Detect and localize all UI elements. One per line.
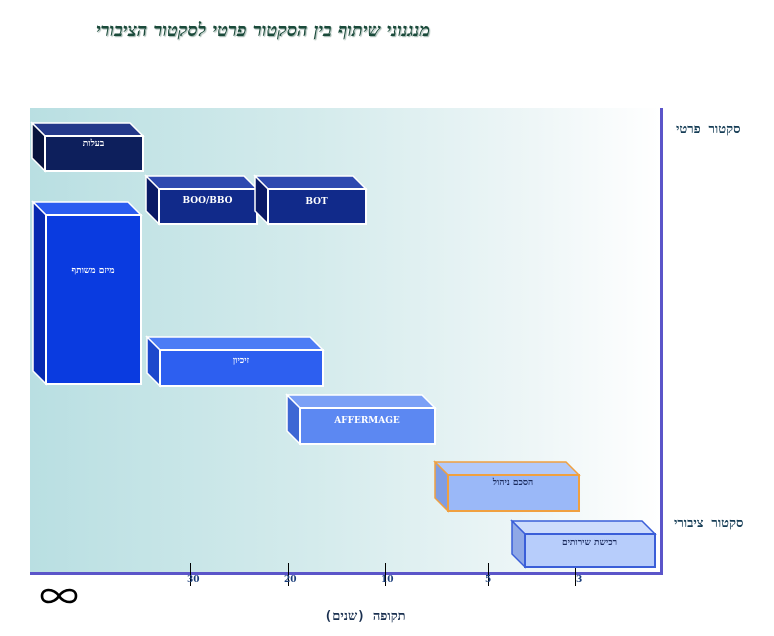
x-tick-label: 30 (187, 575, 200, 585)
box-label-affermage: AFFERMAGE (334, 416, 400, 426)
box-affermage (285, 393, 437, 446)
box-affermage-front-face (299, 407, 436, 445)
box-label-ownership: בעלות (82, 138, 105, 149)
box-label-concession: זיכיון (232, 355, 250, 366)
box-ownership-front-face (44, 135, 144, 172)
box-label-bot: BOT (305, 197, 328, 207)
x-tick (288, 563, 289, 586)
box-service-procurement-front-face (524, 533, 656, 568)
box-boo-bbo (144, 174, 259, 226)
box-bot-front-face (267, 188, 367, 225)
x-tick-label: 20 (284, 575, 297, 585)
box-bot (253, 174, 368, 226)
box-label-service-procurement: רכישת שירותים (561, 537, 618, 548)
y-label-private-sector: סקטור פרטי (676, 122, 741, 137)
x-tick (575, 563, 576, 586)
box-service-procurement (510, 519, 657, 569)
box-service-procurement-top-face (510, 520, 657, 535)
infinity-icon (40, 588, 78, 604)
x-axis-label: תקופה (שנים) (324, 609, 406, 624)
x-tick-label: 10 (381, 575, 394, 585)
box-boo-bbo-front-face (158, 188, 258, 225)
box-joint-venture-front-face (45, 214, 142, 385)
diagram-title: מנגנוני שיתוף בין הסקטור פרטי לסקטור הצי… (95, 20, 430, 41)
box-concession-front-face (159, 349, 324, 387)
x-tick (385, 563, 386, 586)
box-ownership (30, 121, 145, 173)
box-concession (145, 335, 325, 388)
box-affermage-top-face (285, 394, 437, 409)
x-tick (190, 563, 191, 586)
box-label-management-contract: הסכם ניהול (492, 477, 534, 488)
box-bot-top-face (253, 175, 368, 190)
box-joint-venture (31, 200, 143, 386)
box-management-contract-front-face (447, 474, 580, 512)
y-axis-line (660, 108, 663, 575)
box-joint-venture-side-face (32, 200, 47, 386)
y-label-public-sector: סקטור ציבורי (674, 516, 744, 531)
box-management-contract (433, 460, 581, 513)
x-tick (488, 563, 489, 586)
box-label-joint-venture: מיזם משותף (71, 265, 115, 276)
box-boo-bbo-top-face (144, 175, 259, 190)
box-joint-venture-top-face (31, 201, 143, 216)
x-tick-label: 3 (576, 575, 583, 585)
x-tick-label: 5 (485, 575, 492, 585)
box-concession-top-face (145, 336, 325, 351)
box-label-boo-bbo: BOO/BBO (182, 196, 233, 206)
x-axis-line (30, 572, 663, 575)
